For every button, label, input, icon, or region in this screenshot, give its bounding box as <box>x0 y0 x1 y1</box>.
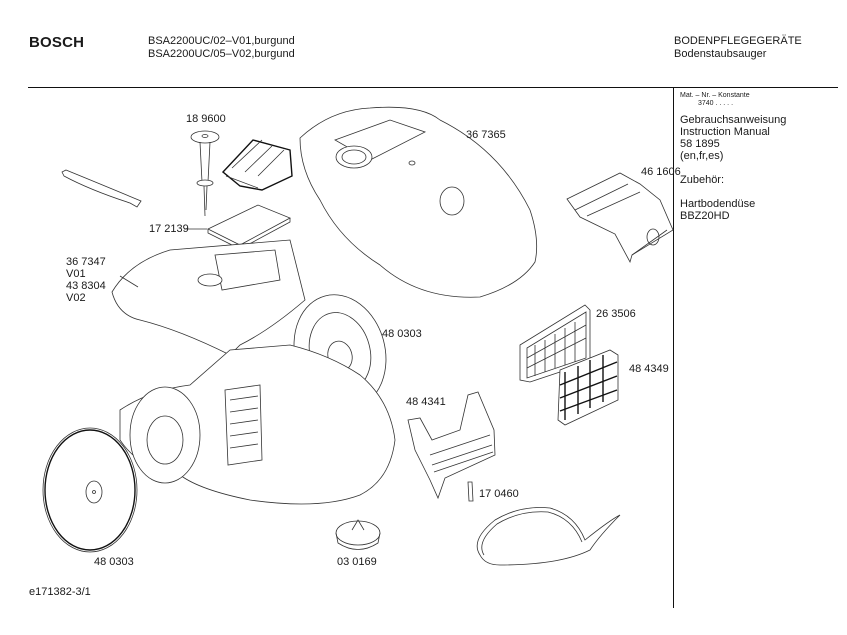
accessories-label: Zubehör: <box>680 174 725 186</box>
part-label: 48 0303 <box>94 556 134 568</box>
accessory-line: BBZ20HD <box>680 210 730 222</box>
exhaust-filter-part <box>519 304 591 383</box>
dust-bag-part <box>566 172 674 264</box>
model-line: BSA2200UC/02–V01,burgund <box>148 35 295 47</box>
header-divider <box>28 87 838 88</box>
inner-housing-part <box>111 239 306 356</box>
part-label: 17 2139 <box>149 223 189 235</box>
sidebar-divider <box>673 88 674 608</box>
brand-logo: BOSCH <box>29 34 85 51</box>
part-label: 48 0303 <box>382 328 422 340</box>
filter-grille-part <box>557 349 619 426</box>
mat-nr-value: 3740 . . . . . <box>698 100 734 107</box>
part-label: 48 4341 <box>406 396 446 408</box>
manual-languages: (en,fr,es) <box>680 150 724 162</box>
part-label: V02 <box>66 292 86 304</box>
accessory-line: Hartbodendüse <box>680 198 756 210</box>
castor-wheel-part <box>335 519 381 550</box>
chassis-part <box>119 344 396 505</box>
manual-line: Gebrauchsanweisung <box>680 114 787 126</box>
part-label: 46 1606 <box>641 166 681 178</box>
bag-holder-part <box>407 391 496 500</box>
part-label: 18 9600 <box>186 113 226 125</box>
category-title: BODENPFLEGEGERÄTE <box>674 35 802 47</box>
top-cover-part <box>299 106 538 298</box>
category-subtitle: Bodenstaubsauger <box>674 48 767 60</box>
wheel-left-part <box>42 427 138 553</box>
mat-nr-label: Mat. – Nr. – Konstante <box>680 92 750 99</box>
drive-belt-part <box>476 507 621 566</box>
part-label: 36 7365 <box>466 129 506 141</box>
seal-strip-part <box>467 481 474 502</box>
filter-holder-pin-part <box>190 130 220 217</box>
part-label: 17 0460 <box>479 488 519 500</box>
part-label: 43 8304 <box>66 280 106 292</box>
part-label: 03 0169 <box>337 556 377 568</box>
part-label: 36 7347 <box>66 256 106 268</box>
manual-line: Instruction Manual <box>680 126 770 138</box>
model-list: BSA2200UC/02–V01,burgund BSA2200UC/05–V0… <box>148 35 295 61</box>
part-label: 26 3506 <box>596 308 636 320</box>
filter-cassette-part <box>221 139 293 191</box>
info-sidebar: Mat. – Nr. – Konstante 3740 . . . . . Ge… <box>680 92 786 222</box>
category-block: BODENPFLEGEGERÄTE Bodenstaubsauger <box>674 35 802 61</box>
document-id: e171382-3/1 <box>29 586 91 598</box>
part-label: 48 4349 <box>629 363 669 375</box>
manual-number: 58 1895 <box>680 138 720 150</box>
rubber-strip-part <box>61 169 142 208</box>
part-label: V01 <box>66 268 86 280</box>
model-line: BSA2200UC/05–V02,burgund <box>148 48 295 60</box>
